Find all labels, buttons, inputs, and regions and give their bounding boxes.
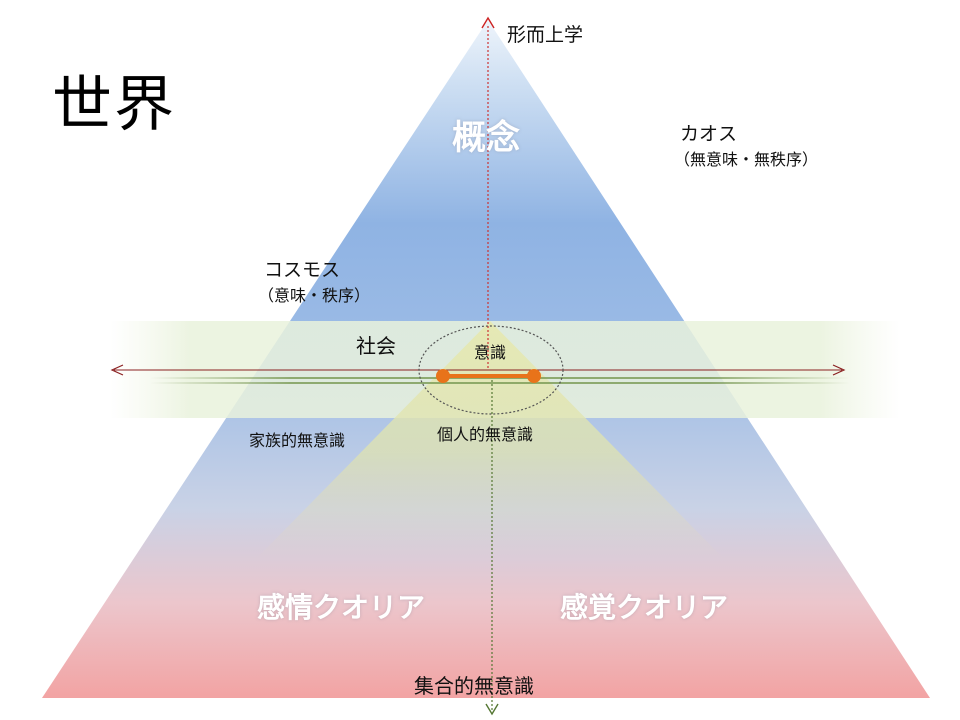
arrow-up-icon	[481, 16, 495, 29]
personal-unconscious-label: 個人的無意識	[437, 425, 534, 444]
cosmos-sub-label: （意味・秩序）	[258, 286, 371, 305]
horizon-line-lower	[150, 382, 850, 384]
concept-label: 概念	[452, 118, 520, 158]
arrow-down-icon	[485, 703, 499, 716]
emotion-qualia-label: 感情クオリア	[257, 591, 426, 624]
arrow-right-icon	[832, 364, 846, 376]
ego-dot-left	[436, 369, 450, 383]
slide-title: 世界	[52, 70, 176, 140]
consciousness-label: 意識	[474, 343, 507, 362]
collective-unconscious-label: 集合的無意識	[414, 674, 534, 698]
inner-triangle	[255, 321, 725, 560]
chaos-sub-label: （無意味・無秩序）	[674, 150, 819, 169]
society-label: 社会	[356, 334, 396, 358]
metaphysics-label: 形而上学	[507, 24, 584, 46]
cosmos-label: コスモス	[264, 259, 341, 281]
sense-qualia-label: 感覚クオリア	[560, 591, 729, 624]
family-unconscious-label: 家族的無意識	[249, 431, 346, 450]
consciousness-ellipse	[418, 325, 564, 415]
chaos-label: カオス	[680, 123, 738, 145]
ego-dot-right	[527, 369, 541, 383]
arrow-left-icon	[110, 364, 124, 376]
